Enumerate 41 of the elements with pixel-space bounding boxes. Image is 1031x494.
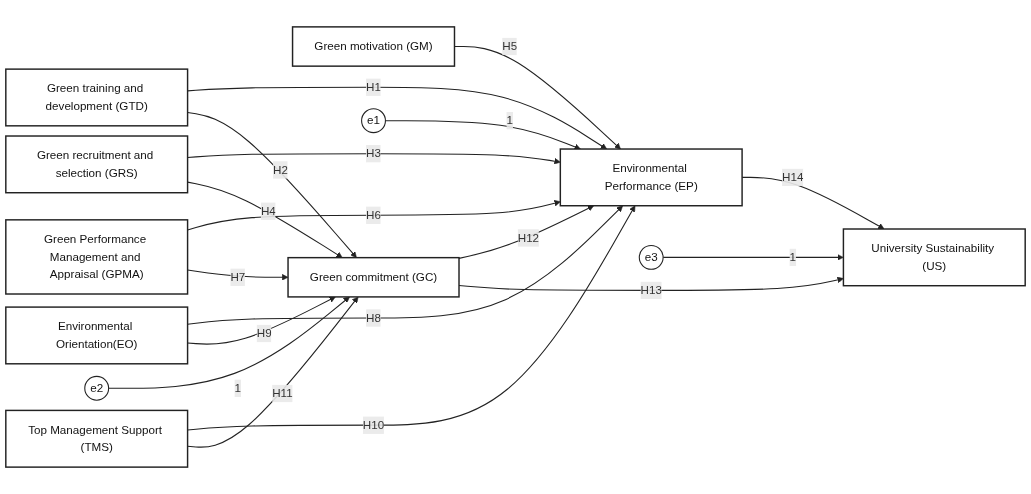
node-circle: e3: [638, 244, 664, 270]
node-box: Top Management Support (TMS): [5, 409, 189, 468]
node-box: Green training and development (GTD): [5, 68, 189, 127]
edge-label: H8: [366, 311, 381, 324]
edge-label: H1: [366, 80, 381, 94]
node-box: Green commitment (GC): [287, 256, 460, 298]
arrow: [187, 205, 636, 431]
edge-label: H10: [362, 418, 385, 431]
edge-label: H2: [273, 163, 288, 176]
arrow: [187, 296, 359, 448]
arrow: [187, 269, 289, 281]
edge-label: H7: [230, 270, 246, 284]
edge-label: 1: [789, 250, 796, 264]
node-box: Green Performance Management and Appraisal (GPMA): [5, 219, 189, 295]
edge-label: H14: [782, 170, 804, 184]
edge-label: H11: [272, 386, 293, 400]
node-box: Green motivation (GM): [291, 26, 456, 67]
edge-label: H13: [640, 283, 662, 297]
arrow: [187, 200, 561, 231]
arrow: [187, 181, 343, 258]
node-circle: e2: [84, 375, 110, 401]
node-box: Environmental Performance (EP): [559, 148, 743, 207]
edge-label: H6: [366, 208, 381, 222]
edge-label: H12: [517, 231, 540, 244]
arrow: [187, 296, 336, 345]
arrow: [187, 111, 357, 258]
edge-label: 1: [506, 114, 513, 127]
edge-label: 1: [234, 381, 242, 395]
arrow: [458, 205, 594, 259]
arrow: [187, 205, 623, 325]
arrow: [187, 153, 561, 165]
node-box: University Sustainability (US): [842, 228, 1026, 287]
arrow: [108, 296, 350, 389]
edge-label: H5: [502, 39, 518, 53]
edge-label: H4: [260, 204, 276, 217]
edge-label: H9: [256, 326, 272, 340]
arrow: [187, 86, 607, 150]
node-box: Green recruitment and selection (GRS): [5, 135, 189, 194]
node-box: Environmental Orientation(EO): [5, 306, 189, 365]
node-circle: e1: [361, 108, 386, 134]
edge-label: H3: [366, 147, 381, 160]
